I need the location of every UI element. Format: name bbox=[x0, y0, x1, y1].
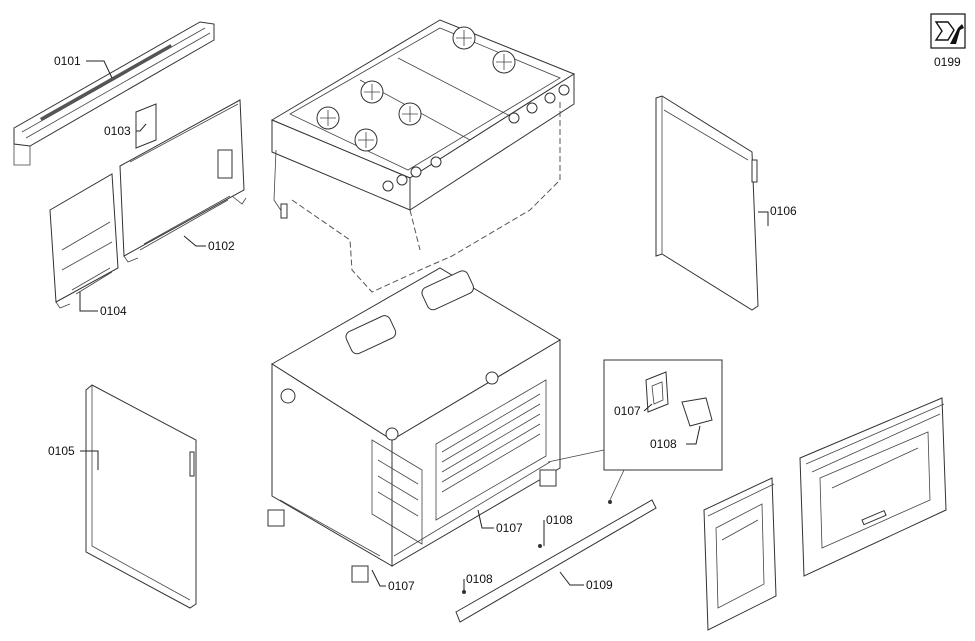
label-0107-inset: 0107 bbox=[614, 404, 641, 418]
part-0103-bracket bbox=[135, 103, 157, 149]
part-0104-side-panel bbox=[49, 173, 119, 309]
burner-grates bbox=[316, 26, 516, 152]
label-0104: 0104 bbox=[100, 304, 127, 318]
large-oven-door bbox=[799, 397, 947, 577]
small-oven-door bbox=[703, 477, 777, 631]
detail-inset bbox=[547, 359, 723, 501]
part-labels: 0101 0103 0102 0104 0105 0106 0107 0108 … bbox=[48, 54, 961, 593]
part-0108-screw bbox=[538, 544, 542, 548]
leader-lines bbox=[79, 60, 769, 592]
label-0108-screw: 0108 bbox=[546, 513, 573, 527]
label-0103: 0103 bbox=[104, 124, 131, 138]
part-0108-screw-3 bbox=[608, 500, 612, 504]
range-body bbox=[267, 267, 561, 583]
wrench-tool-icon bbox=[930, 13, 966, 49]
label-0107-foot: 0107 bbox=[388, 579, 415, 593]
cooktop-assembly bbox=[270, 19, 576, 219]
part-0109-kick-plate bbox=[455, 499, 657, 623]
label-0101: 0101 bbox=[54, 54, 81, 68]
label-0106: 0106 bbox=[770, 204, 797, 218]
part-0101-backguard bbox=[13, 21, 215, 166]
label-0199: 0199 bbox=[934, 55, 961, 69]
label-0107-base: 0107 bbox=[496, 521, 523, 535]
label-0108-lower: 0108 bbox=[466, 572, 493, 586]
control-knobs bbox=[382, 84, 570, 192]
label-0105: 0105 bbox=[48, 444, 75, 458]
convection-fans bbox=[280, 270, 499, 441]
part-0106-right-side-panel bbox=[655, 95, 759, 311]
gas-line-dashed bbox=[291, 100, 561, 293]
label-0109: 0109 bbox=[586, 578, 613, 592]
part-0105-left-side-panel bbox=[85, 384, 197, 609]
part-0102-rear-panel bbox=[119, 99, 247, 263]
label-0102: 0102 bbox=[208, 239, 235, 253]
label-0108-inset: 0108 bbox=[650, 437, 677, 451]
